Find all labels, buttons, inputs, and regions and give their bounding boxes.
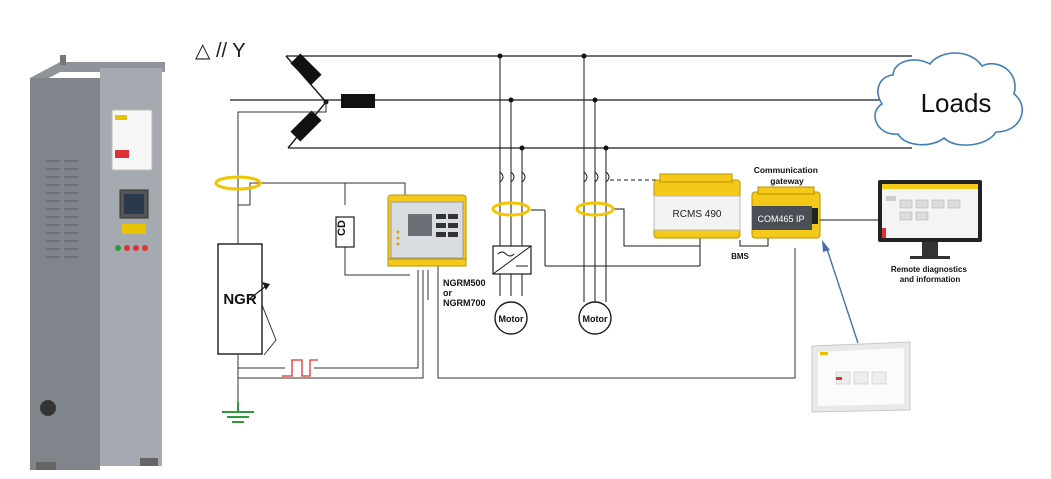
gateway-label-line-1: Communication xyxy=(754,165,818,175)
ngr-label: NGR xyxy=(223,291,257,308)
motor-1-label: Motor xyxy=(499,314,524,324)
feeder-2 xyxy=(583,56,700,302)
ngrm-model-label: NGRM500 or NGRM700 xyxy=(443,278,488,308)
motor-1 xyxy=(494,301,528,335)
ground-symbol xyxy=(222,402,254,423)
bms-label: BMS xyxy=(731,252,749,261)
ngrm-model-line-2: or xyxy=(443,288,452,298)
motor-2-label: Motor xyxy=(583,314,608,324)
pulse-signal-icon xyxy=(282,359,318,377)
hmi-panel xyxy=(811,341,911,413)
loads-cloud: Loads xyxy=(874,52,1024,146)
com-label: COM465 IP xyxy=(757,214,804,224)
rcms-label: RCMS 490 xyxy=(673,209,722,220)
rcms-490-device: RCMS 490 xyxy=(653,173,741,239)
transformer-symbol-label: △ // Y xyxy=(195,40,246,62)
hmi-arrow xyxy=(825,245,859,344)
ngrm-model-line-1: NGRM500 xyxy=(443,278,486,288)
neutral-current-transformer xyxy=(214,175,262,191)
ngrm-model-line-3: NGRM700 xyxy=(443,298,486,308)
remote-label-line-2: and information xyxy=(900,275,961,284)
gateway-label-line-2: gateway xyxy=(770,176,804,186)
feeder-2-current-transformer xyxy=(575,201,615,217)
ngr-resistor: NGR xyxy=(217,243,270,355)
remote-label: Remote diagnostics and information xyxy=(891,265,969,284)
ngr-cabinet-illustration xyxy=(30,55,165,470)
vfd-drive xyxy=(492,245,532,275)
com465-gateway: COM465 IP xyxy=(751,186,821,239)
gateway-label: Communication gateway xyxy=(754,165,821,186)
cd-label: CD xyxy=(336,220,348,236)
three-phase-bus xyxy=(230,55,912,149)
coupling-device: CD xyxy=(335,216,355,248)
loads-label: Loads xyxy=(921,88,992,118)
motor-2 xyxy=(578,301,612,335)
neutral-wiring xyxy=(237,102,796,402)
transformer-windings xyxy=(285,53,375,149)
ngrm-monitoring-device xyxy=(387,194,467,267)
remote-monitor xyxy=(878,180,982,259)
remote-label-line-1: Remote diagnostics xyxy=(891,265,968,274)
feeder-1-current-transformer xyxy=(491,201,531,217)
bms-link xyxy=(739,238,769,247)
